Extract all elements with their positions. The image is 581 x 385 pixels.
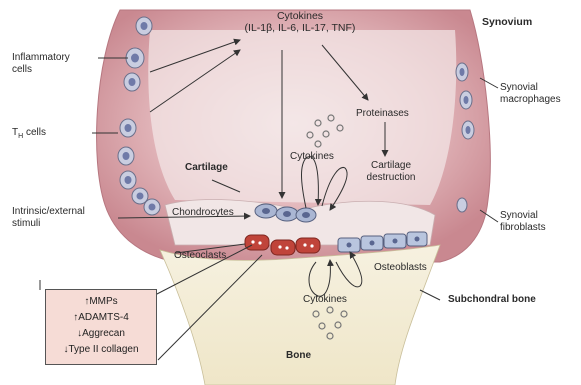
chondrocytes-label: Chondrocytes bbox=[172, 207, 234, 219]
synovial-macrophages-label: Synovial macrophages bbox=[500, 82, 561, 106]
cartilage-destruction-label: Cartilage destruction bbox=[355, 160, 427, 184]
cartilage-label: Cartilage bbox=[185, 162, 228, 174]
inflammatory-cells-label: Inflammatory cells bbox=[12, 52, 70, 76]
cytokines-top-title: Cytokines (IL-1β, IL-6, IL-17, TNF) bbox=[230, 10, 370, 34]
cytokines-list: (IL-1β, IL-6, IL-17, TNF) bbox=[230, 22, 370, 34]
effect-adamts4: ↑ADAMTS-4 bbox=[46, 310, 156, 326]
subchondral-bone-label: Subchondral bone bbox=[448, 294, 536, 306]
molecular-effects-box: ↑MMPs ↑ADAMTS-4 ↓Aggrecan ↓Type II colla… bbox=[45, 289, 157, 365]
proteinases-label: Proteinases bbox=[356, 108, 409, 120]
cytokines-bottom-label: Cytokines bbox=[303, 294, 347, 306]
effect-aggrecan: ↓Aggrecan bbox=[46, 326, 156, 342]
synovial-fibroblasts-label: Synovial fibroblasts bbox=[500, 210, 546, 234]
effect-mmps: ↑MMPs bbox=[46, 294, 156, 310]
intrinsic-stimuli-label: Intrinsic/external stimuli bbox=[12, 206, 85, 230]
osteoblasts-label: Osteoblasts bbox=[374, 262, 427, 274]
cytokines-mid-label: Cytokines bbox=[290, 151, 334, 163]
effect-type-ii-collagen: ↓Type II collagen bbox=[46, 342, 156, 358]
bone-label: Bone bbox=[286, 350, 311, 362]
th-cells-label: TH cells bbox=[12, 127, 46, 143]
osteoclasts-label: Osteoclasts bbox=[174, 250, 226, 262]
synovium-label: Synovium bbox=[482, 16, 532, 28]
